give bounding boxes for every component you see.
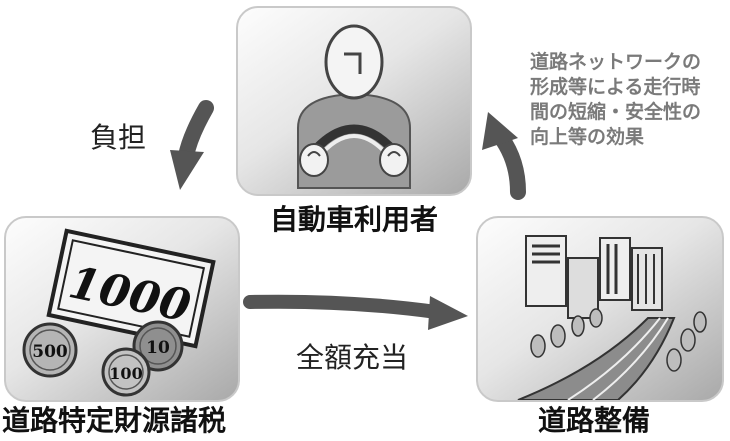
effect-line: 向上等の効果 — [530, 126, 645, 148]
road-tax-box: 1000 500 10 100 — [4, 216, 240, 402]
effect-line: 間の短縮・安全性の — [530, 101, 702, 123]
road-development-box — [476, 216, 724, 402]
burden-arrow — [170, 100, 214, 190]
city-road-icon — [517, 235, 707, 401]
road-tax-label: 道路特定財源諸税 — [2, 404, 227, 437]
person-in-car-icon — [297, 24, 411, 189]
coin-10-value: 10 — [146, 338, 170, 358]
coin-500-value: 500 — [32, 342, 68, 362]
road-development-label: 道路整備 — [538, 404, 651, 437]
full-allocation-arrow — [243, 294, 468, 330]
money-icon: 1000 500 10 100 — [22, 228, 216, 397]
automobile-user-label: 自動車利用者 — [270, 203, 439, 236]
coin-100-value: 100 — [109, 364, 142, 383]
automobile-user-box — [236, 6, 472, 196]
effect-label: 道路ネットワークの 形成等による走行時 間の短縮・安全性の 向上等の効果 — [530, 50, 730, 150]
effect-line: 形成等による走行時 — [530, 76, 701, 98]
full-allocation-label: 全額充当 — [296, 341, 409, 374]
burden-label: 負担 — [90, 121, 147, 154]
effect-line: 道路ネットワークの — [530, 51, 702, 73]
effect-arrow — [482, 112, 526, 200]
